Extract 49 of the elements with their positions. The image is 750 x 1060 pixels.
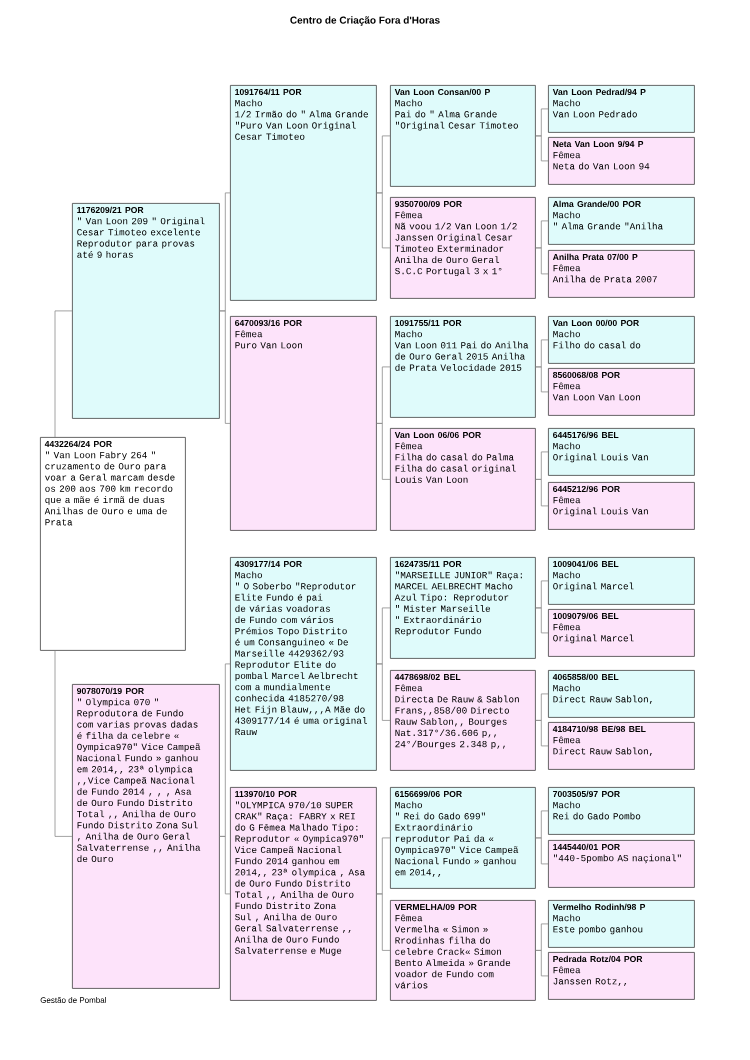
- connector-line: [535, 837, 549, 865]
- connector-line: [54, 650, 73, 837]
- pedigree-card: 4184710/98 BE/98 BEL Fêmea Direct Rauw Sablon,: [548, 722, 695, 770]
- connector-line: [535, 479, 549, 507]
- pedigree-card: Pedrada Rotz/04 POR Fêmea Janssen Rotz,,: [548, 952, 695, 1000]
- pedigree-card: 113970/10 POR "OLYMPICA 970/10 SUPER CRAK" Raça: FABRY x REI do G Fêmea Malhado Tipo: Reprodutor « Oympica970" Vice Campeã Nacional Fundo 2014 ganhou em 2014,, 23ª olympica , Asa de Ouro Fundo Distrito Total ,, Anilha de Ouro Fundo Distrito Zona Sul , Anilha de Ouro Geral Salvaterrense ,, Anilha de Ouro Fundo Salvaterrense e Muge: [230, 787, 377, 1001]
- pedigree-card: 1176209/21 POR " Van Loon 209 " Original Cesar Timoteo excelente Reprodutor para provas até 9 horas: [72, 203, 220, 419]
- connector-line: [535, 720, 549, 747]
- pedigree-card: Van Loon Pedrad/94 P Macho Van Loon Pedrado: [548, 85, 695, 133]
- connector-line: [219, 310, 231, 424]
- connector-line: [376, 893, 391, 951]
- pedigree-card: Neta Van Loon 9/94 P Fêmea Neta do Van Loon 94: [548, 137, 695, 185]
- pedigree-card: Anilha Prata 07/00 P Fêmea Anilha de Prata 2007: [548, 250, 695, 298]
- pedigree-card: 7003505/97 POR Macho Rei do Gado Pombo: [548, 787, 695, 835]
- pedigree-card: 6445176/96 BEL Macho Original Louis Van: [548, 428, 695, 476]
- pedigree-card: 1624735/11 POR "MARSEILLE JUNIOR" Raça: MARCEL AELBRECHT Macho Azul Tipo: Reprodutor " Mister Marseille " Extraordinário Reprodutor Fundo: [390, 557, 536, 659]
- pedigree-card: Alma Grande/00 POR Macho " Alma Grande "Anilha: [548, 197, 695, 245]
- pedigree-card: 1091755/11 POR Macho Van Loon 011 Pai do Anilha de Ouro Geral 2015 Anilha de Prata Velocidade 2015: [390, 316, 536, 418]
- pedigree-card: VERMELHA/09 POR Fêmea Vermelha « Simon » Rrodinhas filha do celebre Crack« Simon Bento Almeida » Grande voador de Fundo com vários: [390, 900, 536, 1001]
- pedigree-card: 1445440/01 POR "440-5pombo AS naçional": [548, 840, 695, 888]
- pedigree-card: 9078070/19 POR " Olympica 070 " Reprodutora de Fundo com varias provas dadas é filha da celebre « Oympica970" Vice Campeã Nacional Fundo » ganhou em 2014,, 23ª olympica ,,Vice Campeã Nacional de Fundo 2014 , , , Asa de Ouro Fundo Distrito Total ,, Anilha de Ouro Fundo Distrito Zona Sul , Anilha de Ouro Geral Salvaterrense ,, Anilha de Ouro: [72, 684, 220, 989]
- pedigree-card: 1009041/06 BEL Macho Original Marcel: [548, 557, 695, 605]
- pedigree-card: 9350700/09 POR Fêmea Nã voou 1/2 Van Loon 1/2 Janssen Original Cesar Timoteo Exterminador Anilha de Ouro Geral S.C.C Portugal 3 x 1°: [390, 197, 536, 299]
- connector-line: [376, 423, 391, 480]
- pedigree-card: 6445212/96 POR Fêmea Original Louis Van: [548, 482, 695, 530]
- connector-line: [535, 247, 549, 275]
- page-title: Centro de Criação Fora d'Horas: [290, 16, 440, 26]
- connector-line: [535, 607, 549, 634]
- pedigree-card: Vermelho Rodinh/98 P Macho Este pombo ganhou: [548, 900, 695, 948]
- pedigree-card: 1091764/11 POR Macho 1/2 Irmão do " Alma Grande "Puro Van Loon Original Cesar Timoteo: [230, 85, 377, 301]
- connector-line: [54, 310, 73, 438]
- pedigree-card: 4478698/02 BEL Fêmea Directa De Rauw & Sablon Frans,,858/00 Directo Rauw Sablon,, Bourges Nat.317°/36.606 p,, 24°/Bourges 2.348 p,,: [390, 670, 536, 771]
- pedigree-card: 4065858/00 BEL Macho Direct Rauw Sablon,: [548, 670, 695, 718]
- connector-line: [535, 135, 549, 162]
- connector-line: [376, 663, 391, 721]
- connector-line: [376, 192, 391, 249]
- pedigree-card: 8560068/08 POR Fêmea Van Loon Van Loon: [548, 368, 695, 416]
- pedigree-card: 1009079/06 BEL Fêmea Original Marcel: [548, 609, 695, 657]
- connector-line: [535, 366, 549, 393]
- connector-line: [219, 836, 231, 895]
- pedigree-card: 4432264/24 POR " Van Loon Fabry 264 " cruzamento de Ouro para voar a Geral marcam desde os 200 aos 700 km recordo que a mãe é irmã de duas Anilhas de Ouro e uma de Prata: [40, 437, 186, 651]
- connector-line: [535, 950, 549, 977]
- pedigree-card: 4309177/14 POR Macho " O Soberbo "Reprodutor Elite Fundo é pai de várias voadoras de Fundo com vários Prémios Topo Distrito é um Consanguineo « De Marseille 4429362/93 Reprodutor Elite do pombal Marcel Aelbrecht com a mundialmente conhecida 4185270/98 Het Fijn Blauw,,,A Mãe do 4309177/14 é uma original Rauw: [230, 557, 377, 771]
- pedigree-card: 6156699/06 POR Macho " Rei do Gado 699" Extraordinário reprodutor Pai da « Oympica970" Vice Campeã Nacional Fundo » ganhou em 2014,,: [390, 787, 536, 889]
- pedigree-card: Van Loon 00/00 POR Macho Filho do casal do: [548, 316, 695, 364]
- footer-note: Gestão de Pombal: [40, 997, 106, 1003]
- pedigree-card: Van Loon Consan/00 P Macho Pai do " Alma Grande "Original Cesar Timoteo: [390, 85, 536, 187]
- pedigree-card: Van Loon 06/06 POR Fêmea Filha do casal do Palma Filha do casal original Louis Van Loon: [390, 428, 536, 531]
- pedigree-card: 6470093/16 POR Fêmea Puro Van Loon: [230, 316, 377, 531]
